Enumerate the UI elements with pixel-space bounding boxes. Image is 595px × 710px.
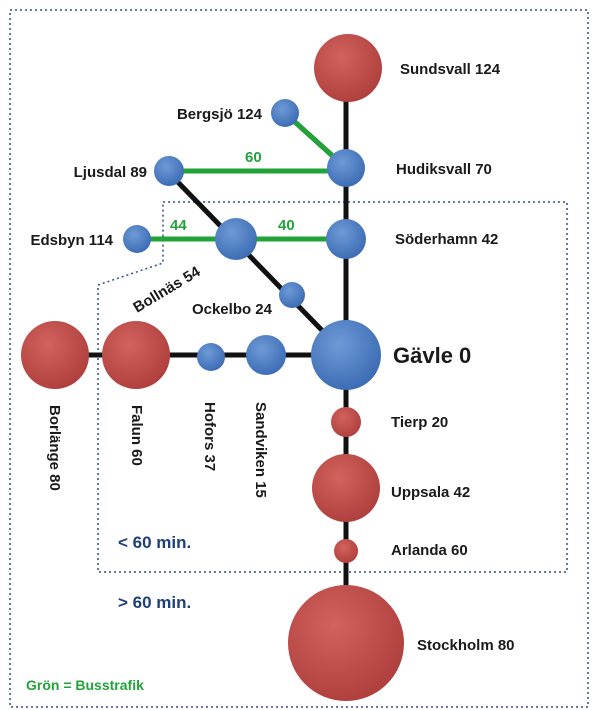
legend-bus: Grön = Busstrafik [26, 677, 144, 693]
label-soderhamn: Söderhamn 42 [395, 231, 498, 248]
label-hofors: Hofors 37 [201, 402, 218, 471]
label-bergsjo: Bergsjö 124 [177, 106, 263, 123]
node-soderhamn [326, 219, 366, 259]
node-tierp [331, 407, 361, 437]
node-sandviken [246, 335, 286, 375]
bus-time-bollnas-soderhamn: 40 [278, 217, 295, 234]
node-gavle [311, 320, 381, 390]
outer-zone-border [9, 9, 589, 708]
node-bergsjo [271, 99, 299, 127]
label-hudiksvall: Hudiksvall 70 [396, 161, 492, 178]
label-stockholm: Stockholm 80 [417, 637, 515, 654]
node-stockholm [288, 585, 404, 701]
node-ljusdal [154, 156, 184, 186]
label-sundsvall: Sundsvall 124 [400, 61, 501, 78]
label-arlanda: Arlanda 60 [391, 542, 468, 559]
node-falun [102, 321, 170, 389]
label-edsbyn: Edsbyn 114 [30, 232, 113, 249]
station-nodes [21, 34, 404, 701]
bus-time-ljusdal-hudiksvall: 60 [245, 149, 262, 166]
label-falun: Falun 60 [128, 405, 145, 466]
zone-label-outer: > 60 min. [118, 593, 191, 612]
label-ljusdal: Ljusdal 89 [74, 164, 147, 181]
rail-line-bollnas-gavle [166, 170, 349, 358]
node-borlange [21, 321, 89, 389]
node-edsbyn [123, 225, 151, 253]
label-gavle: Gävle 0 [393, 343, 471, 368]
node-hudiksvall [327, 149, 365, 187]
zone-label-inner: < 60 min. [118, 533, 191, 552]
label-borlange: Borlänge 80 [46, 405, 63, 491]
bus-time-labels: 60 44 40 [170, 149, 295, 234]
label-ockelbo: Ockelbo 24 [192, 301, 273, 318]
label-sandviken: Sandviken 15 [252, 402, 269, 498]
label-tierp: Tierp 20 [391, 414, 448, 431]
node-sundsvall [314, 34, 382, 102]
node-arlanda [334, 539, 358, 563]
node-ockelbo [279, 282, 305, 308]
node-hofors [197, 343, 225, 371]
label-uppsala: Uppsala 42 [391, 484, 470, 501]
node-bollnas [215, 218, 257, 260]
bus-time-edsbyn-bollnas: 44 [170, 217, 187, 234]
node-uppsala [312, 454, 380, 522]
